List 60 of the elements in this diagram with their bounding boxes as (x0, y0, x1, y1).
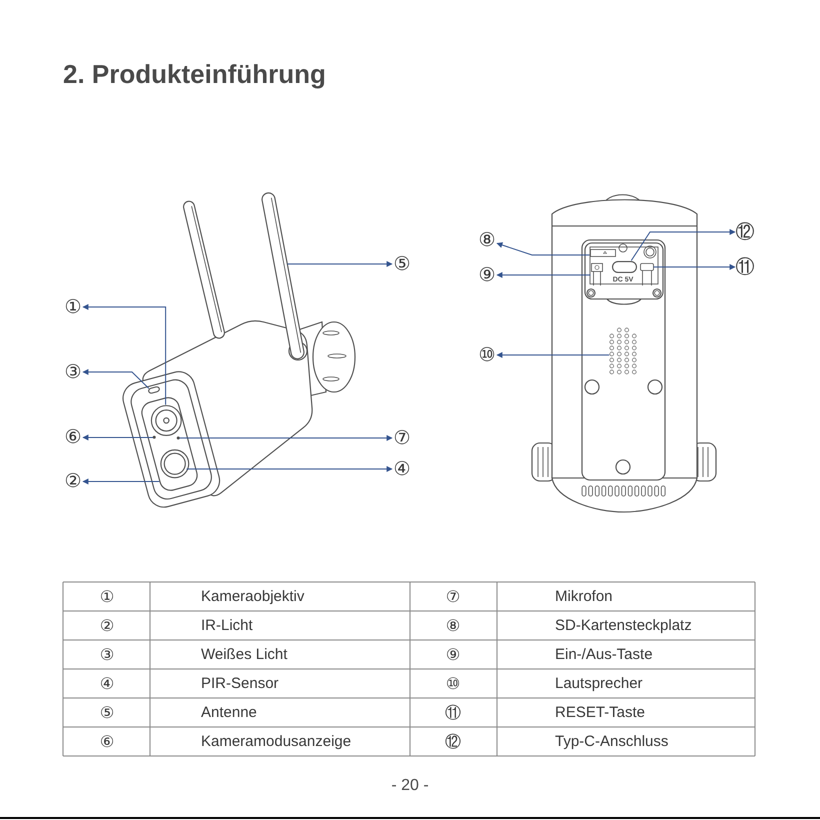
title: 2. Produkteinführung (63, 61, 326, 87)
indicator-dot (152, 436, 156, 440)
part-name: Kameraobjektiv (201, 588, 304, 605)
leader-line (496, 352, 610, 358)
part-number: ⑤ (100, 704, 114, 720)
leader-line (286, 261, 393, 267)
part-name: Kameramodusanzeige (201, 733, 352, 750)
callout-number: ③ (63, 362, 83, 382)
part-name: IR-Licht (201, 617, 253, 634)
leader-line (496, 242, 590, 256)
leader-line (496, 272, 591, 278)
light-window (146, 386, 160, 395)
speaker-grille (609, 327, 638, 375)
part-number: ⑩ (446, 676, 460, 692)
camera-lens (150, 404, 182, 436)
part-number: ② (100, 618, 114, 634)
leader-line (82, 304, 166, 406)
callout-number: ⑫ (735, 222, 755, 242)
part-name: RESET-Taste (555, 704, 646, 721)
callout-number: ⑪ (735, 257, 755, 277)
microphone-hole (176, 436, 180, 440)
part-number: ① (100, 588, 114, 604)
part-name: Ein-/Aus-Taste (555, 646, 653, 663)
part-number: ⑪ (445, 704, 461, 720)
part-name: PIR-Sensor (201, 675, 279, 692)
leader-line (82, 434, 154, 440)
part-number: ⑨ (446, 646, 460, 662)
part-number: ⑫ (445, 734, 461, 750)
power-button (590, 262, 602, 286)
callout-number: ④ (392, 459, 412, 479)
leader-line (630, 229, 736, 261)
part-name: Mikrofon (555, 588, 613, 605)
part-number: ⑦ (446, 588, 460, 604)
leader-line (82, 478, 160, 484)
usb-c-port (612, 260, 636, 272)
callout-number: ⑨ (477, 265, 497, 285)
leader-line (653, 264, 736, 270)
part-name: Antenne (201, 704, 257, 721)
part-number: ⑧ (446, 618, 460, 634)
lens-panel (138, 394, 200, 494)
sd-card-slot (590, 248, 616, 256)
part-name: SD-Kartensteckplatz (555, 617, 692, 634)
sensor-lens (160, 449, 189, 478)
callout-number: ⑧ (477, 230, 497, 250)
callout-number: ① (63, 297, 83, 317)
part-number: ④ (100, 676, 114, 692)
part-number: ③ (100, 646, 114, 662)
leader-line (82, 369, 150, 389)
part-name: Lautsprecher (555, 675, 643, 692)
callout-number: ⑥ (63, 428, 83, 448)
page-number: - 20 - (391, 777, 429, 795)
part-number: ⑥ (100, 734, 114, 750)
callout-number: ② (63, 472, 83, 492)
leader-line (186, 466, 393, 472)
reset-button (640, 262, 654, 286)
part-name: Typ-C-Anschluss (555, 733, 668, 750)
callout-number: ⑤ (392, 254, 412, 274)
part-name: Weißes Licht (201, 646, 288, 663)
callout-number: ⑦ (392, 428, 412, 448)
callout-number: ⑩ (477, 345, 497, 365)
